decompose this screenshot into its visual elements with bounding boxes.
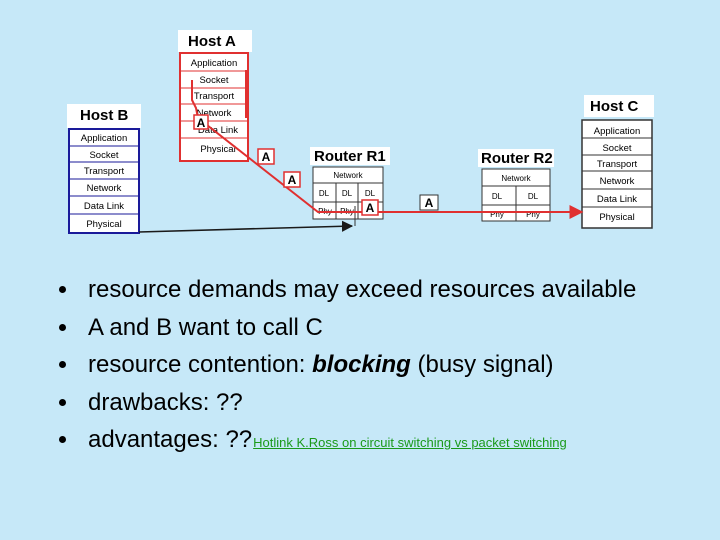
router-r1-dl-2: DL bbox=[342, 189, 353, 198]
bullet-resource-demands: resource demands may exceed resources av… bbox=[56, 271, 696, 309]
router-r2-phy-1: Phy bbox=[490, 210, 504, 219]
host-b-layer-application: Application bbox=[81, 133, 127, 144]
bullet-call-c: A and B want to call C bbox=[56, 309, 696, 347]
host-c: Host C Application Socket Transport Netw… bbox=[581, 95, 654, 229]
bullet-dot-icon bbox=[59, 323, 66, 331]
host-a-layer-transport: Transport bbox=[194, 91, 235, 102]
svg-text:A: A bbox=[197, 116, 206, 130]
bullet-text: A and B want to call C bbox=[88, 313, 323, 341]
packet-a-1: A bbox=[193, 114, 209, 130]
host-c-layer-application: Application bbox=[594, 126, 640, 137]
bullet-text: resource demands may exceed resources av… bbox=[88, 276, 637, 303]
host-b-layer-transport: Transport bbox=[84, 166, 125, 177]
bullet-dot-icon bbox=[59, 398, 66, 406]
bullet-dot-icon bbox=[59, 361, 66, 368]
bullet-dot-icon bbox=[59, 286, 66, 293]
host-c-layer-socket: Socket bbox=[602, 143, 631, 154]
router-r1-network: Network bbox=[333, 171, 363, 180]
host-c-title: Host C bbox=[590, 98, 639, 115]
svg-text:A: A bbox=[288, 173, 297, 187]
bullet-text-suffix: (busy signal) bbox=[410, 351, 554, 378]
router-r2-network: Network bbox=[501, 174, 531, 183]
host-b-layer-physical: Physical bbox=[86, 219, 121, 230]
host-b-path bbox=[138, 206, 356, 233]
host-a-layer-socket: Socket bbox=[199, 75, 228, 86]
host-b-layer-datalink: Data Link bbox=[84, 201, 124, 212]
host-c-layer-transport: Transport bbox=[597, 159, 638, 170]
host-b: Host B Application Socket Transport Netw… bbox=[67, 104, 141, 234]
router-r2: Router R2 Network DL DL Phy Phy bbox=[478, 149, 554, 222]
host-a-layer-datalink: Data Link bbox=[198, 125, 238, 136]
svg-text:A: A bbox=[262, 150, 271, 164]
packet-a-5: A bbox=[419, 194, 439, 211]
bullet-advantages: advantages: ??Hotlink K.Ross on circuit … bbox=[56, 421, 696, 462]
bullet-drawbacks: drawbacks: ?? bbox=[56, 384, 696, 422]
bullet-text-prefix: resource contention: bbox=[88, 351, 313, 378]
router-r2-dl-1: DL bbox=[492, 192, 503, 201]
bullet-contention: resource contention: blocking (busy sign… bbox=[56, 346, 696, 384]
packet-a-4: A bbox=[361, 199, 379, 216]
host-a-layer-network: Network bbox=[197, 108, 232, 119]
router-r2-dl-2: DL bbox=[528, 192, 539, 201]
bullet-text: advantages: ?? bbox=[88, 426, 253, 453]
router-r1: Router R1 Network DL DL DL Phy Phy bbox=[310, 147, 390, 220]
hotlink-circuit-vs-packet[interactable]: Hotlink K.Ross on circuit switching vs p… bbox=[253, 435, 567, 450]
host-a-title: Host A bbox=[188, 33, 236, 50]
bullet-dot-icon bbox=[59, 436, 66, 443]
bullet-text: drawbacks: ?? bbox=[88, 388, 243, 416]
svg-text:A: A bbox=[425, 196, 434, 210]
router-r2-phy-2: Phy bbox=[526, 210, 540, 219]
router-r2-title: Router R2 bbox=[481, 150, 553, 167]
host-c-layer-network: Network bbox=[600, 176, 635, 187]
svg-text:A: A bbox=[366, 201, 375, 215]
host-b-layer-network: Network bbox=[87, 183, 122, 194]
bullet-blocking-emphasis: blocking bbox=[312, 351, 411, 378]
host-c-layer-datalink: Data Link bbox=[597, 194, 637, 205]
packet-a-3: A bbox=[283, 171, 301, 188]
host-c-layer-physical: Physical bbox=[599, 212, 634, 223]
packet-a-2: A bbox=[257, 148, 275, 165]
network-diagram: Host A Application Socket Transport Netw… bbox=[67, 30, 654, 234]
bullet-list: resource demands may exceed resources av… bbox=[56, 271, 696, 462]
host-a-layer-application: Application bbox=[191, 58, 237, 69]
router-r1-title: Router R1 bbox=[314, 148, 386, 165]
host-a-layer-physical: Physical bbox=[200, 144, 235, 155]
router-r1-dl-1: DL bbox=[319, 189, 330, 198]
host-b-title: Host B bbox=[80, 107, 129, 124]
host-b-layer-socket: Socket bbox=[89, 150, 118, 161]
router-r1-dl-3: DL bbox=[365, 189, 376, 198]
host-a: Host A Application Socket Transport Netw… bbox=[178, 30, 252, 162]
